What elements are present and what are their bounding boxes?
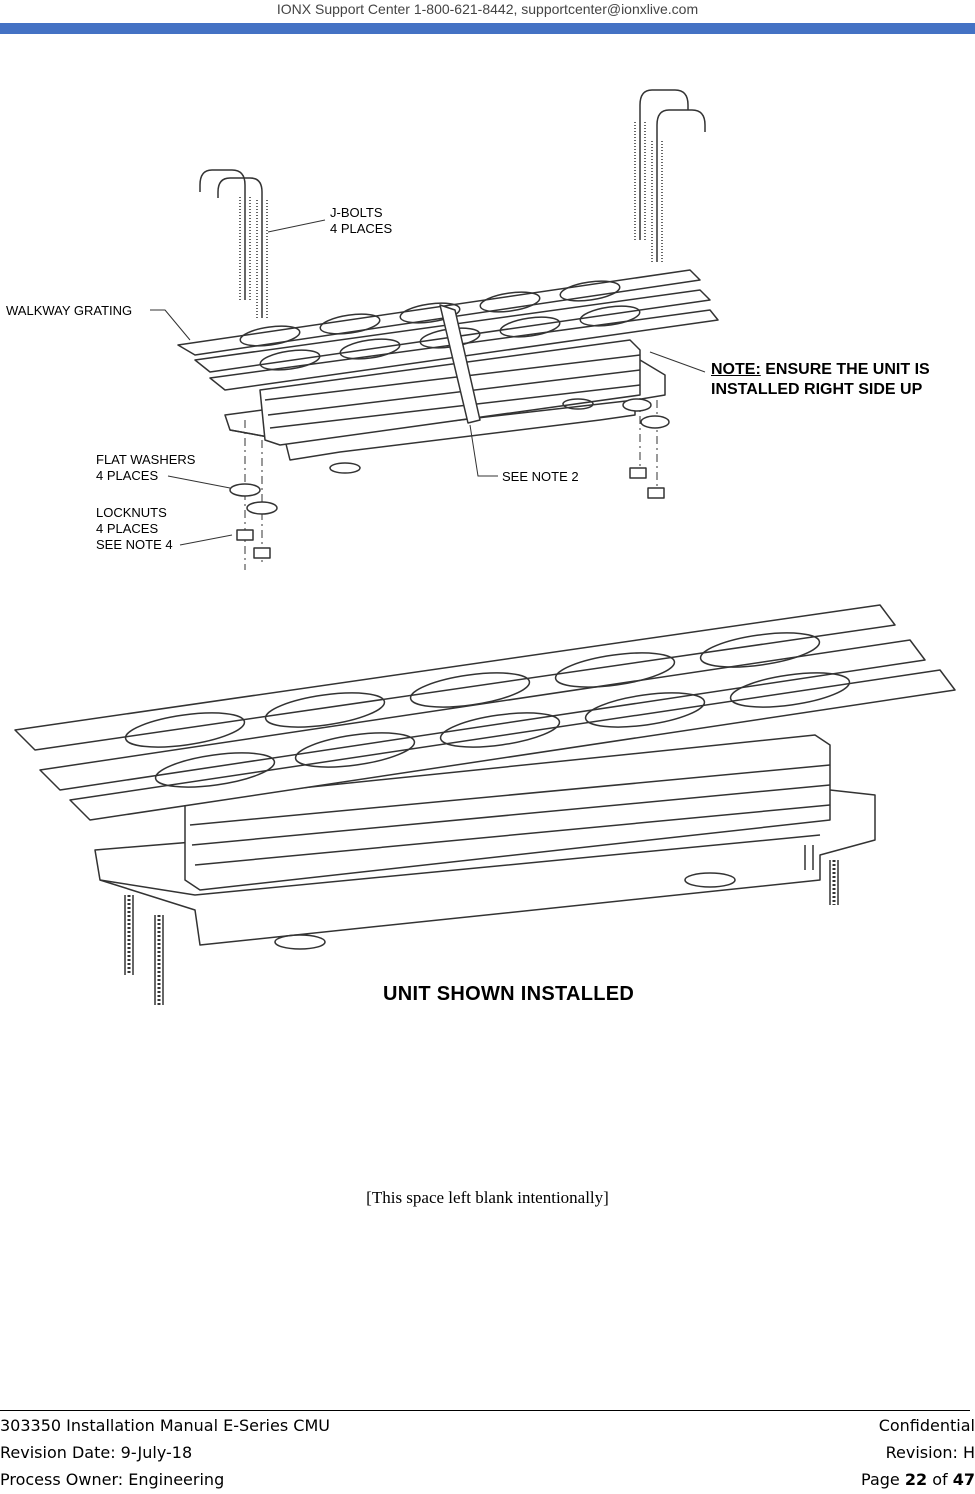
process-owner: Process Owner: Engineering <box>0 1470 225 1489</box>
jbolts-qty-label: 4 PLACES <box>330 221 393 236</box>
confidential-label: Confidential <box>878 1416 975 1435</box>
note-line2: INSTALLED RIGHT SIDE UP <box>711 381 923 398</box>
flat-washers-label: FLAT WASHERS <box>96 452 196 467</box>
jbolts-label: J-BOLTS <box>330 205 383 220</box>
install-orientation-note: NOTE: ENSURE THE UNIT IS INSTALLED RIGHT… <box>711 360 930 400</box>
flat-washers-qty-label: 4 PLACES <box>96 468 159 483</box>
footer-row-1: 303350 Installation Manual E-Series CMU … <box>0 1414 975 1438</box>
footer-row-3: Process Owner: Engineering Page 22 of 47 <box>0 1468 975 1492</box>
page-number: Page 22 of 47 <box>861 1468 975 1492</box>
see-note-2-callout: SEE NOTE 2 <box>502 469 579 484</box>
locknuts-callout: LOCKNUTS 4 PLACES SEE NOTE 4 <box>96 505 173 553</box>
callout-leader-lines <box>150 219 706 546</box>
footer-divider <box>0 1410 970 1411</box>
flat-washers-callout: FLAT WASHERS 4 PLACES <box>96 452 195 484</box>
page-total: 47 <box>952 1470 975 1489</box>
support-center-header: IONX Support Center 1-800-621-8442, supp… <box>276 1 699 17</box>
note-line1: ENSURE THE UNIT IS <box>765 361 930 378</box>
jbolts-callout: J-BOLTS 4 PLACES <box>330 205 392 237</box>
locknuts-note-label: SEE NOTE 4 <box>96 537 173 552</box>
unit-installed-caption: UNIT SHOWN INSTALLED <box>383 983 635 1005</box>
note-prefix: NOTE: <box>711 361 761 378</box>
document-title: 303350 Installation Manual E-Series CMU <box>0 1416 330 1435</box>
page-current: 22 <box>904 1470 928 1489</box>
walkway-grating-callout: WALKWAY GRATING <box>6 303 133 318</box>
blank-space-note: [This space left blank intentionally] <box>366 1188 609 1207</box>
installed-view-assembly <box>14 604 956 1005</box>
installation-drawing <box>14 89 956 1005</box>
exploded-view-assembly <box>177 89 719 570</box>
header-accent-bar <box>0 23 975 34</box>
footer-row-2: Revision Date: 9-July-18 Revision: H <box>0 1441 975 1465</box>
revision-label: Revision: H <box>885 1443 975 1462</box>
page-of: of <box>932 1470 948 1489</box>
locknuts-qty-label: 4 PLACES <box>96 521 159 536</box>
locknuts-label: LOCKNUTS <box>96 505 167 520</box>
revision-date: Revision Date: 9-July-18 <box>0 1443 193 1462</box>
page-prefix: Page <box>861 1470 900 1489</box>
